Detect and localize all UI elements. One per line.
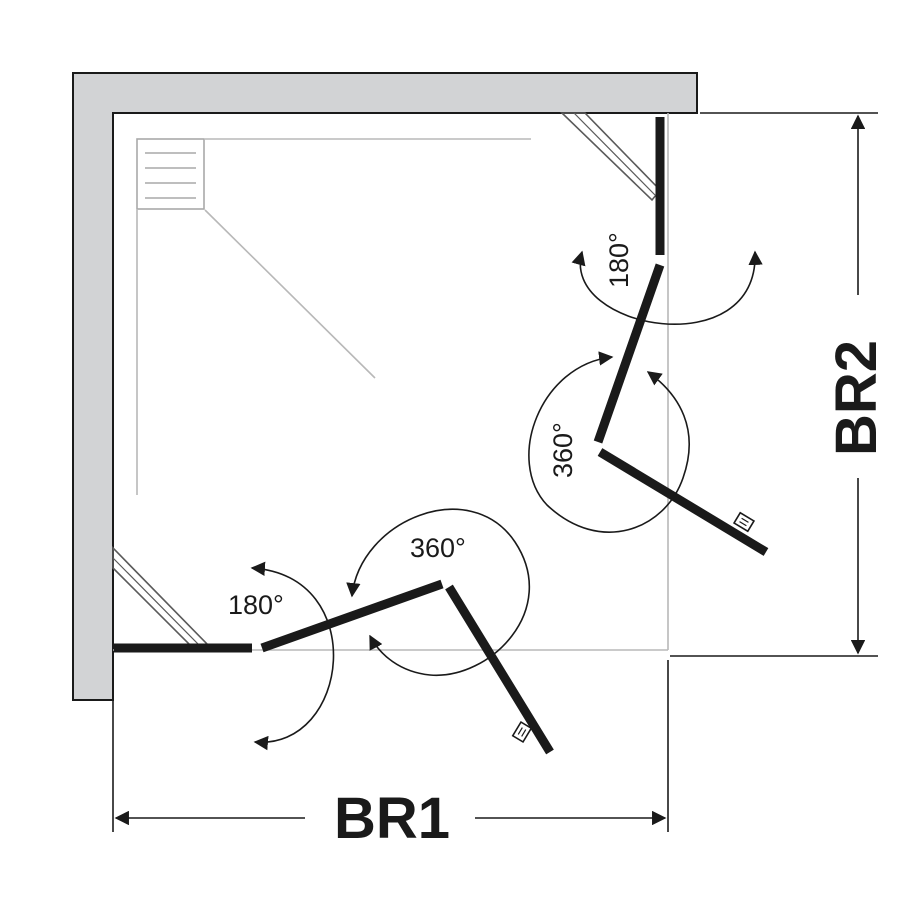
swing-arc-bottom-360 bbox=[346, 508, 530, 676]
swing-arc-right-360 bbox=[528, 351, 691, 533]
dimension-br1 bbox=[112, 660, 669, 832]
hinged-panel-right bbox=[593, 263, 665, 444]
dimension-br2 bbox=[670, 112, 878, 657]
angle-label-top-180: 180° bbox=[604, 232, 634, 288]
angle-label-left-180: 180° bbox=[228, 590, 284, 620]
pivot-door-right bbox=[597, 448, 769, 556]
bottom-left-bracket bbox=[112, 546, 210, 646]
angle-label-right-360: 360° bbox=[548, 422, 578, 478]
room-wall bbox=[72, 72, 698, 701]
swing-arc-left-180 bbox=[250, 561, 335, 751]
dimension-label-br2: BR2 bbox=[824, 340, 889, 456]
angle-label-bottom-360: 360° bbox=[410, 533, 466, 563]
door-handle-left bbox=[511, 720, 533, 744]
pivot-door-left bbox=[445, 584, 554, 755]
dimension-label-br1: BR1 bbox=[334, 786, 450, 851]
top-right-bracket bbox=[560, 112, 662, 202]
drain-grid bbox=[136, 138, 205, 210]
door-handle-right bbox=[732, 511, 756, 533]
shower-tray bbox=[113, 113, 669, 651]
swing-arc-top-180 bbox=[571, 250, 763, 326]
